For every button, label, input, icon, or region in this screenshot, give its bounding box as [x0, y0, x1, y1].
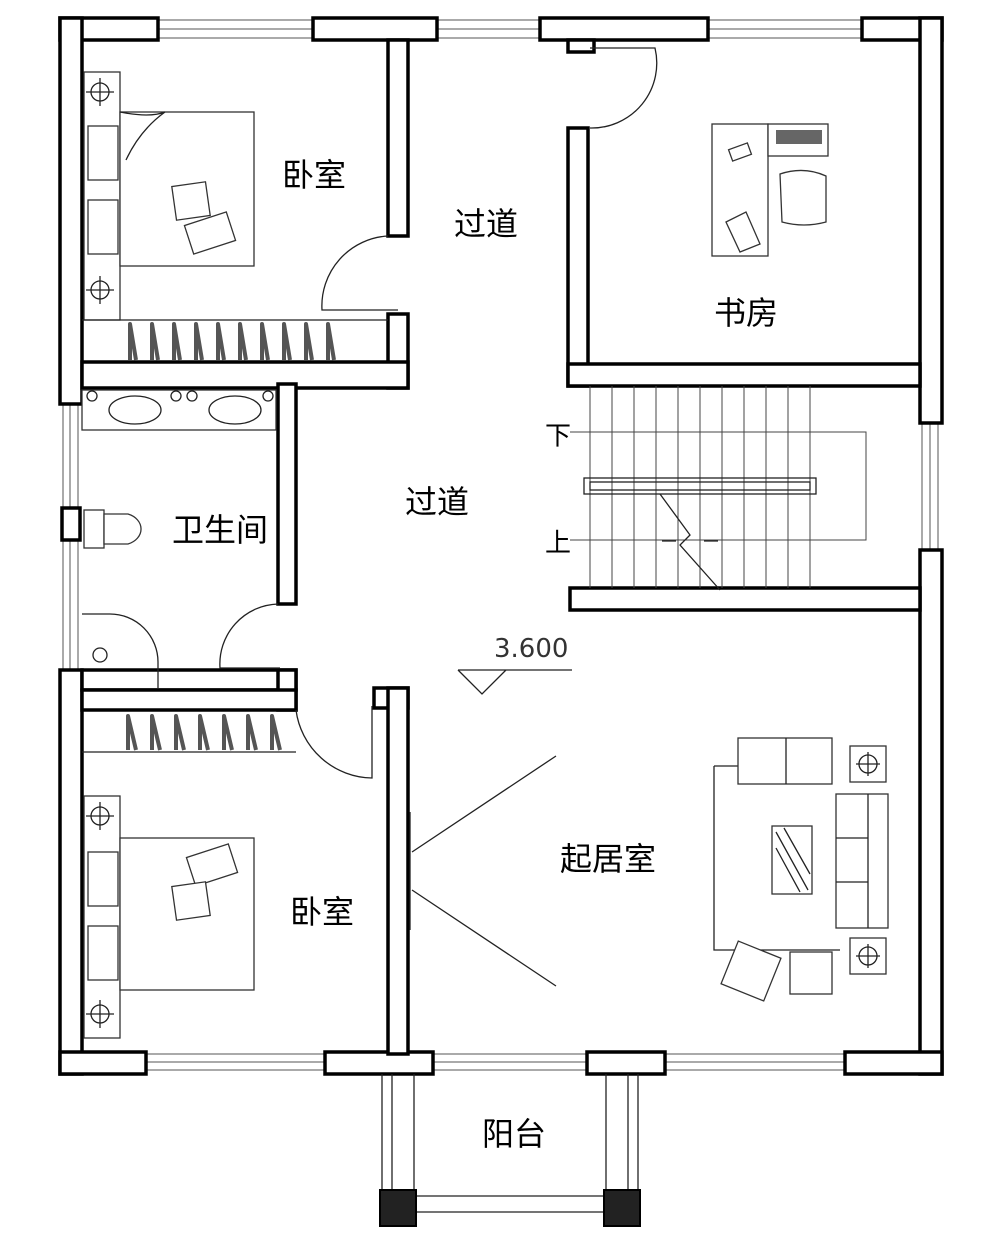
room-label-living-room: 起居室	[559, 840, 657, 878]
room-label-corridor-middle: 过道	[404, 483, 470, 521]
bottom-bedroom-furniture	[82, 714, 296, 1039]
stair-label-down: 下	[544, 421, 572, 452]
top-bedroom-furniture	[82, 71, 388, 361]
room-label-balcony: 阳台	[481, 1115, 547, 1153]
room-label-bedroom-bottom: 卧室	[289, 893, 355, 931]
elevation-marker	[457, 669, 572, 695]
living-room-furniture	[713, 737, 889, 1002]
elevation-value: 3.600	[494, 634, 569, 664]
room-label-bedroom-top: 卧室	[281, 156, 347, 194]
living-room-lines	[409, 755, 557, 987]
doors	[219, 47, 658, 779]
staircase[interactable]	[570, 386, 867, 591]
windows	[62, 19, 939, 1071]
room-label-bathroom: 卫生间	[171, 511, 269, 549]
balcony	[379, 1074, 641, 1227]
room-label-corridor-top: 过道	[453, 205, 519, 243]
study-furniture	[711, 123, 829, 257]
room-label-study: 书房	[713, 294, 779, 332]
stair-label-up: 上	[544, 528, 572, 559]
bathroom-fixtures	[81, 389, 277, 688]
